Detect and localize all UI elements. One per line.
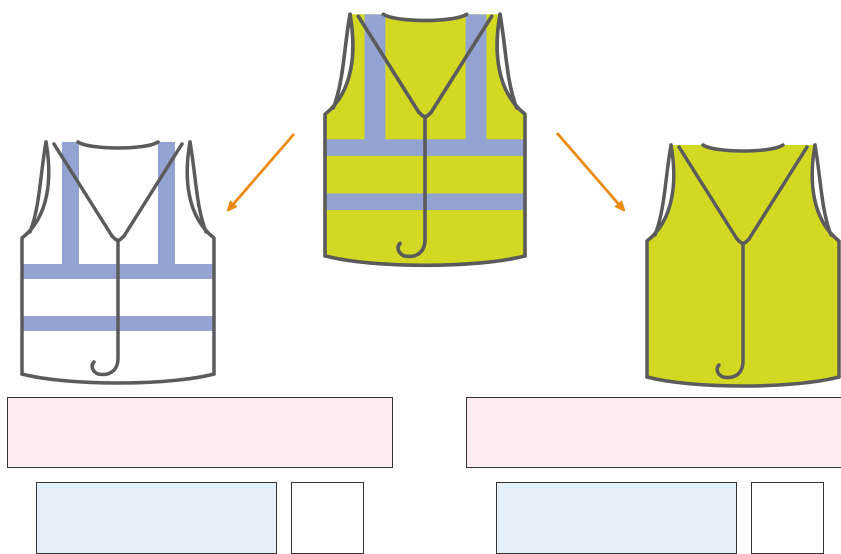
left-label-box[interactable] (36, 482, 277, 554)
right-arrow (557, 133, 622, 208)
left-arrow (230, 134, 294, 208)
right-label-box[interactable] (496, 482, 737, 554)
right-title-box[interactable] (466, 397, 841, 468)
left-answer-box[interactable] (291, 482, 364, 554)
right-answer-box[interactable] (751, 482, 824, 554)
left-title-box[interactable] (7, 397, 393, 468)
